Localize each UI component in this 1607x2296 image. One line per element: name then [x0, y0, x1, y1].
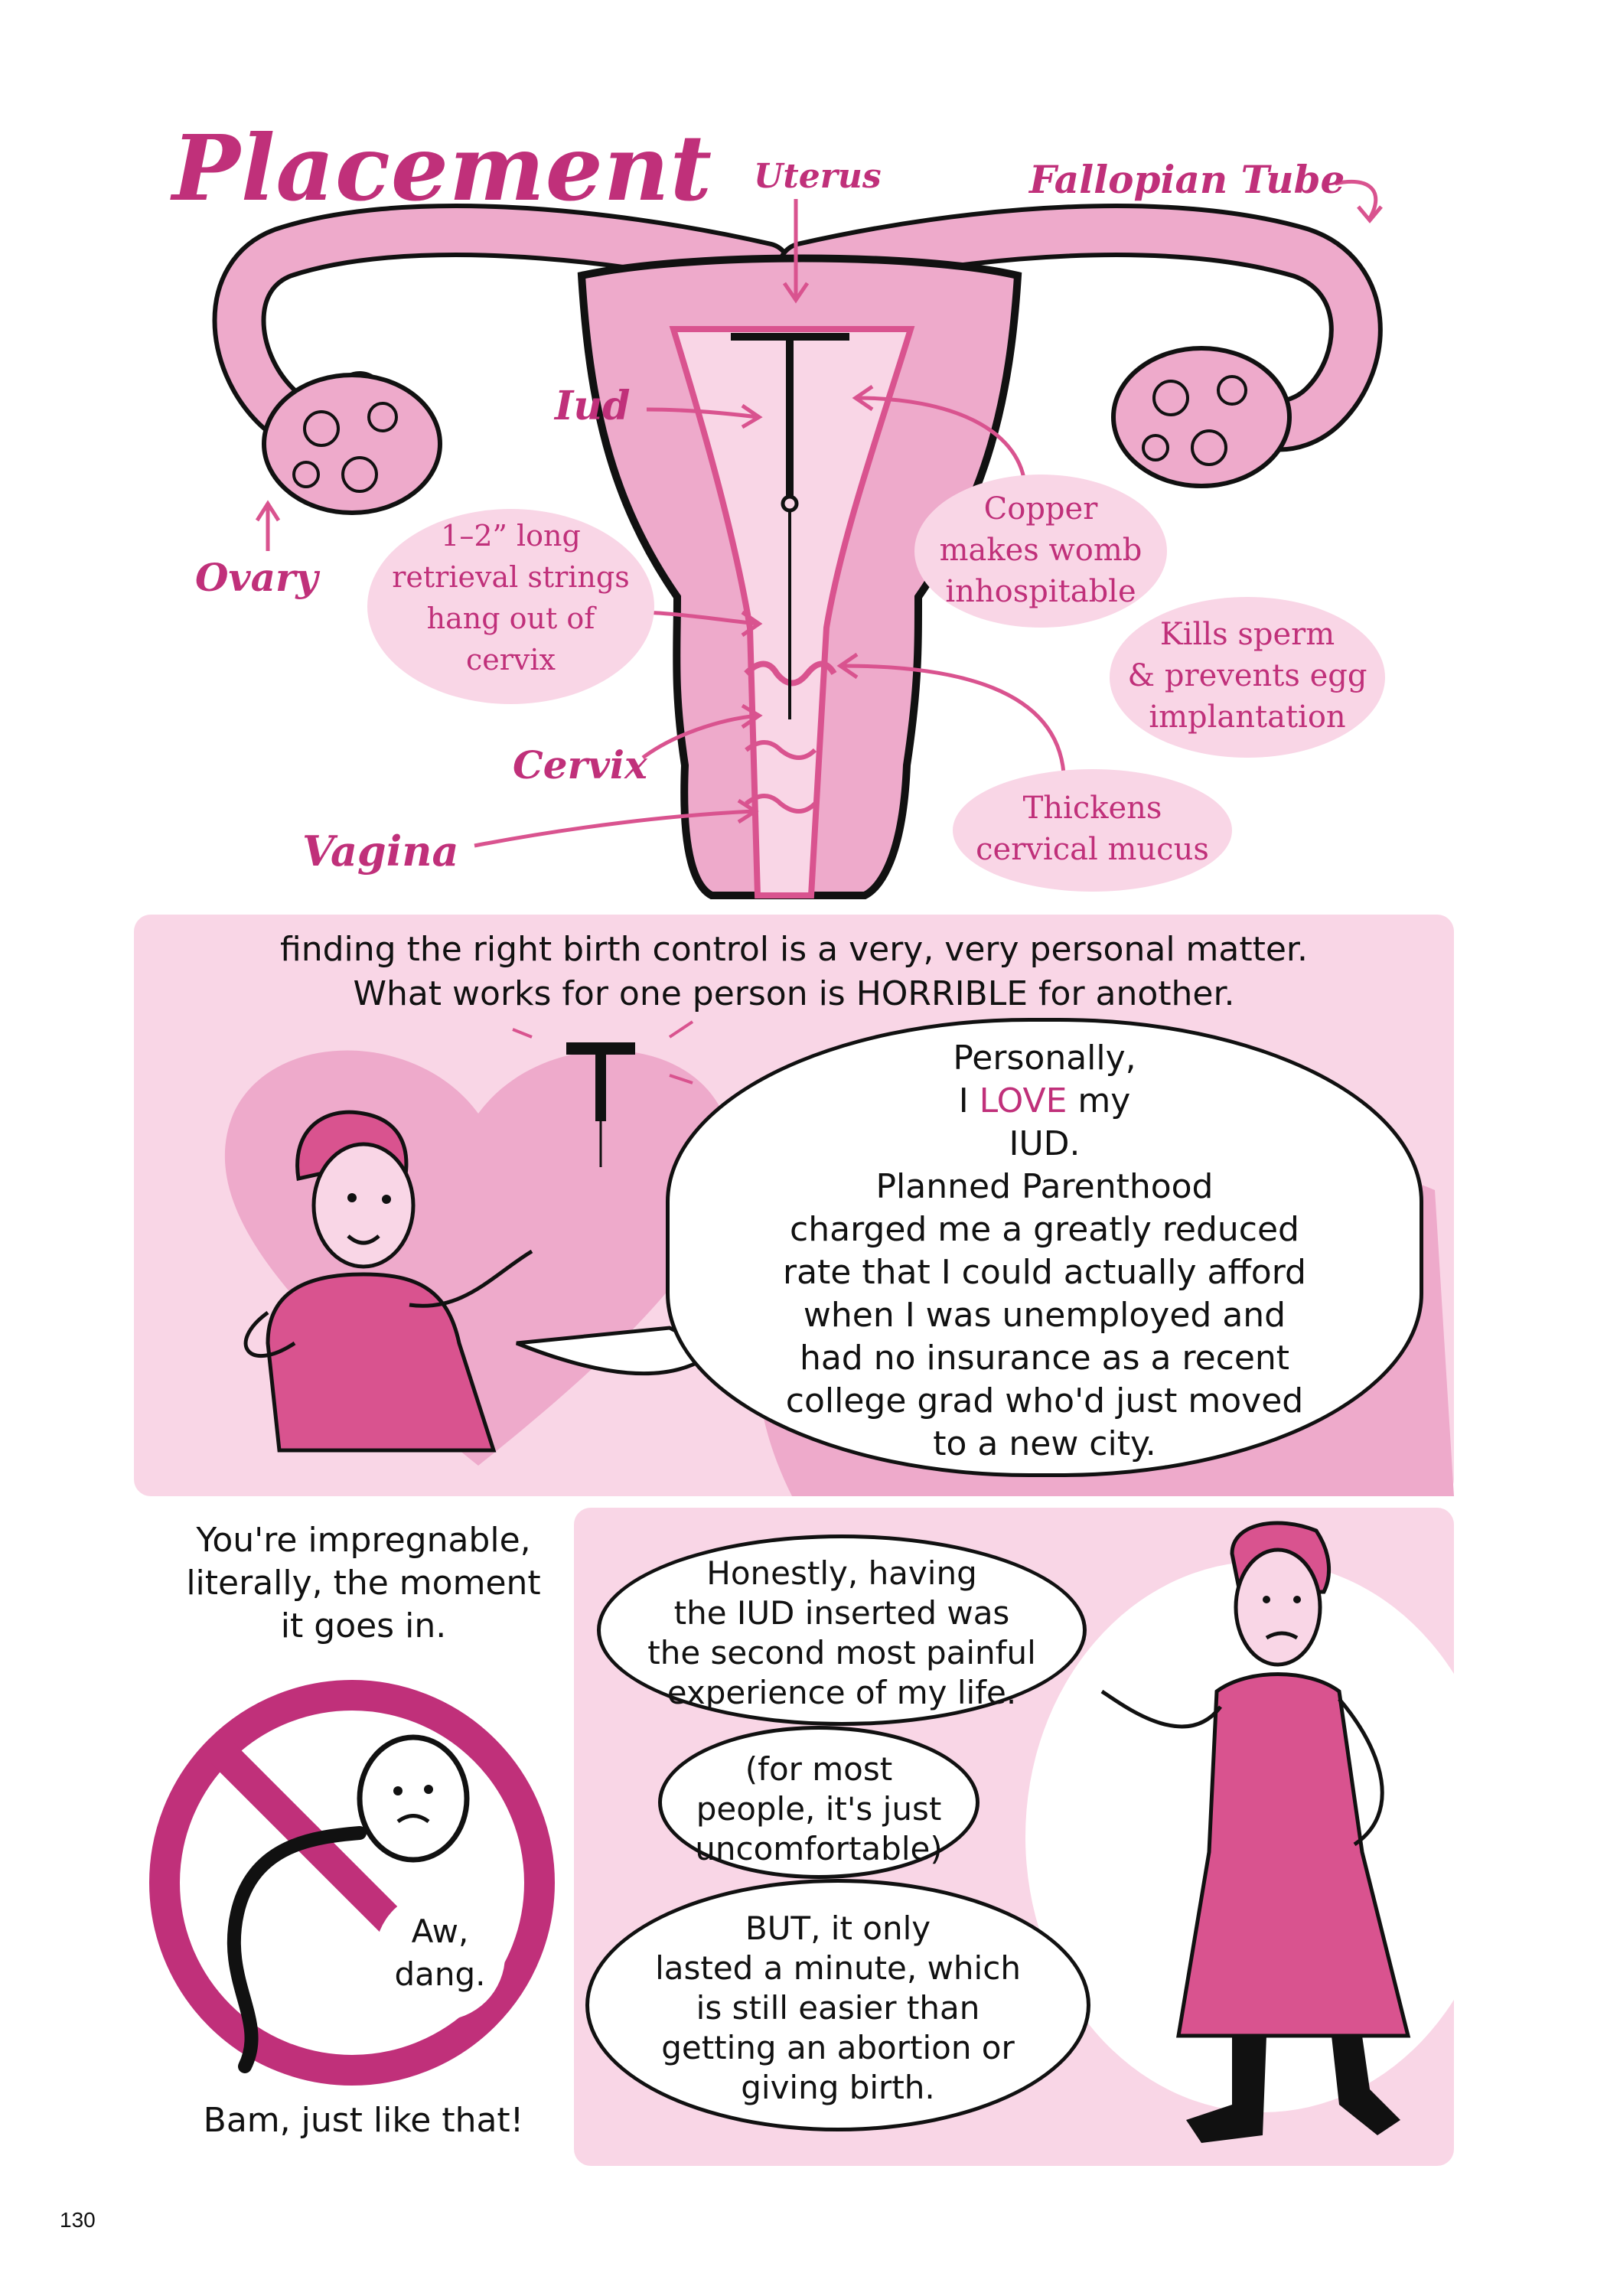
- person-1: [243, 1110, 533, 1453]
- fallopian-tube-label: Fallopian Tube: [1029, 157, 1345, 202]
- uterus-diagram: [212, 179, 1383, 899]
- ovary-left: [262, 373, 442, 515]
- uterus-label: Uterus: [754, 157, 882, 196]
- floating-iud: [512, 1020, 694, 1167]
- panel-3-bubble-3: BUT, it only lasted a minute, which is s…: [585, 1879, 1090, 2131]
- no-sperm-sign: [149, 1680, 555, 2086]
- title: Placement: [172, 115, 713, 221]
- sperm-icon: [227, 1734, 470, 2073]
- kills-sperm-callout: Kills sperm & prevents egg implantation: [1110, 597, 1385, 758]
- iud-device: [731, 333, 849, 719]
- sperm-speech-bubble: Aw, dang.: [375, 1890, 505, 2020]
- person-2: [1100, 1521, 1411, 2143]
- page-number: 130: [60, 2208, 96, 2232]
- ovary-label: Ovary: [195, 555, 318, 600]
- panel-1-speech-bubble: Personally, I LOVE my IUD. Planned Paren…: [666, 1018, 1423, 1477]
- vagina-label: Vagina: [302, 827, 459, 876]
- iud-label: Iud: [555, 383, 631, 429]
- panel-1-caption: finding the right birth control is a ver…: [280, 930, 1308, 1013]
- cervix-label: Cervix: [513, 742, 647, 788]
- copper-callout: Copper makes womb inhospitable: [914, 475, 1167, 628]
- panel-3-bubble-1: Honestly, having the IUD inserted was th…: [597, 1534, 1087, 1726]
- thickens-callout: Thickens cervical mucus: [953, 769, 1232, 892]
- panel-3-bubble-2: (for most people, it's just uncomfortabl…: [658, 1726, 980, 1879]
- panel-2-caption-bottom: Bam, just like that!: [203, 2101, 524, 2140]
- panel-2-caption-top: You're impregnable, literally, the momen…: [186, 1521, 541, 1645]
- ovary-right: [1111, 346, 1292, 488]
- panel-3-art: [1025, 1521, 1454, 2143]
- strings-callout: 1–2” long retrieval strings hang out of …: [367, 509, 654, 704]
